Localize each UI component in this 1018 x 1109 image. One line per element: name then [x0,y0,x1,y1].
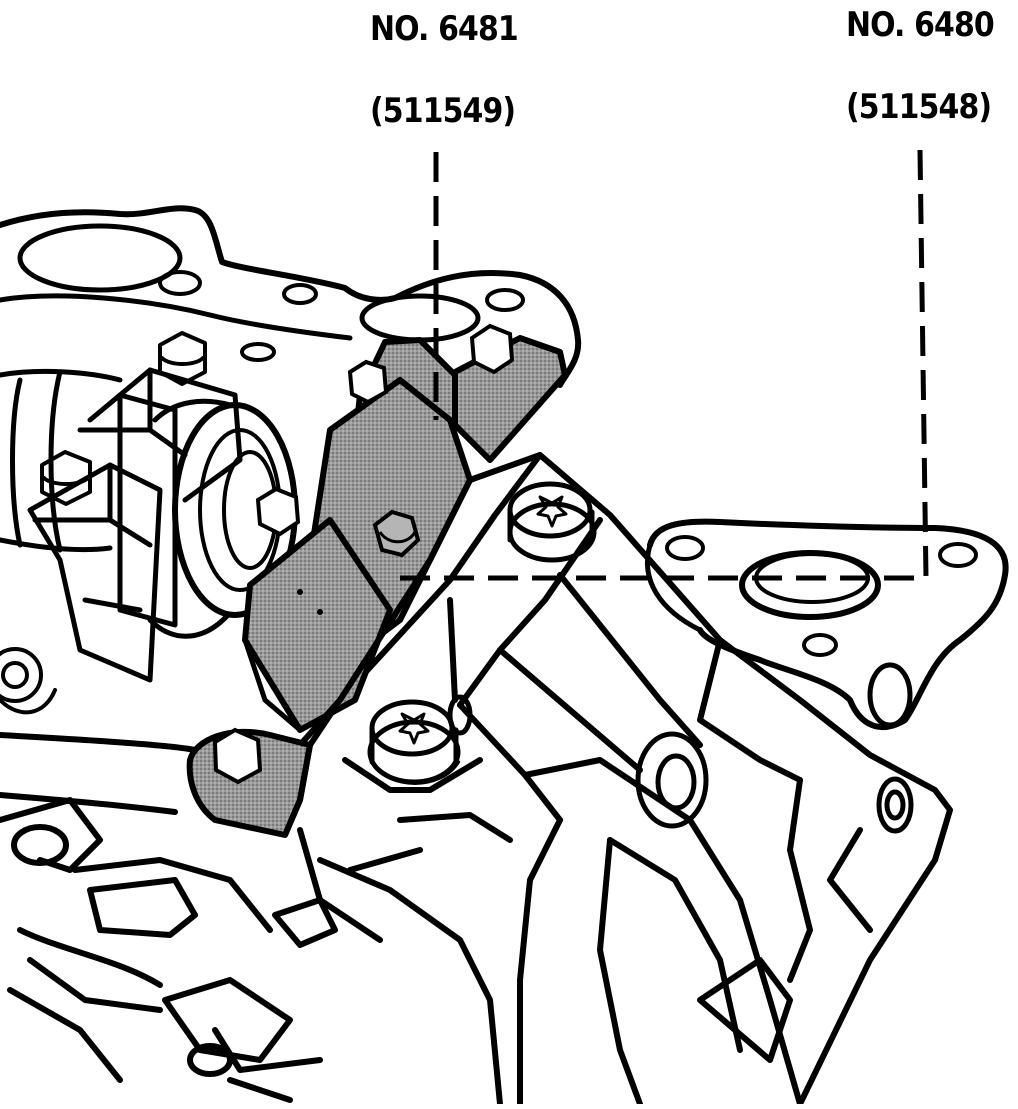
callout-tool-6481-part-number: (511549) [370,91,516,131]
bearing-cap-upper [77,367,243,503]
leader-lines [390,149,929,581]
camshaft-carrier [297,452,953,1107]
callout-tool-6480-number: NO. 6480 [846,5,995,45]
torx-bolt-icons [367,481,597,785]
leader-line-6480 [390,149,929,581]
cap-bolt-icons [0,331,207,715]
cylinder-head-upper [0,205,582,388]
tool-6481-locking-bracket [186,323,568,838]
bearing-cap-lower [27,462,163,683]
callout-tool-6481-number: NO. 6481 [370,9,519,49]
callout-tool-6480-part-number: (511548) [846,87,992,127]
carrier-boss [447,662,914,834]
cylinder-head-lower [0,732,338,1103]
exhaust-flange [644,518,1009,731]
